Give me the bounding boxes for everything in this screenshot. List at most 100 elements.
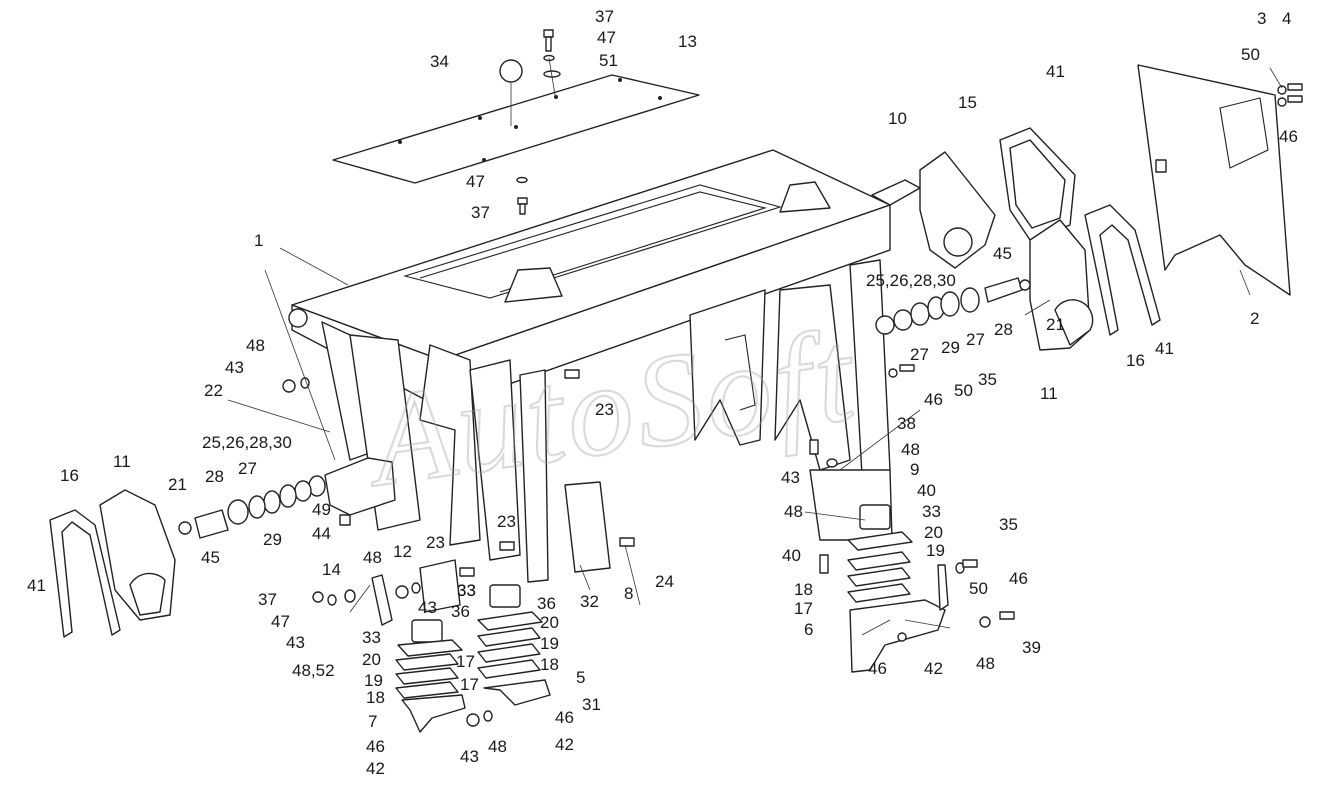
callout-label: 27 (966, 330, 985, 349)
right-shaft-stack (875, 277, 1031, 335)
callout-label: 11 (113, 452, 131, 471)
callout-label: 20 (362, 650, 381, 669)
callout-label: 48 (363, 548, 382, 567)
callout-label: 46 (868, 659, 887, 678)
callout-label: 19 (540, 634, 559, 653)
end-plate-10 (919, 151, 996, 269)
callout-label: 3 (1257, 9, 1266, 28)
callout-label: 42 (924, 659, 943, 678)
callout-label: 37 (258, 590, 277, 609)
callout-label: 42 (366, 759, 385, 778)
callout-label: 47 (597, 28, 616, 47)
knob (499, 59, 523, 83)
callout-label: 13 (678, 32, 697, 51)
callout-label: 28 (994, 320, 1013, 339)
callout-label: 48 (784, 502, 803, 521)
callout-label: 48 (488, 737, 507, 756)
u-bracket-16-left (49, 509, 121, 638)
callout-label: 33 (362, 628, 381, 647)
callout-label: 50 (1241, 45, 1260, 64)
callout-label: 12 (393, 542, 412, 561)
callout-label: 47 (466, 172, 485, 191)
callout-label: 44 (312, 524, 331, 543)
callout-label: 48 (976, 654, 995, 673)
callout-label: 46 (1279, 127, 1298, 146)
callout-label: 17 (456, 652, 475, 671)
plate-8 (564, 481, 611, 573)
callout-label: 27 (238, 459, 257, 478)
callout-label: 43 (418, 598, 437, 617)
callout-label: 18 (366, 688, 385, 707)
callout-label: 5 (576, 668, 585, 687)
callout-label: 37 (595, 7, 614, 26)
parts-drawing (49, 29, 1303, 733)
callout-label: 29 (941, 338, 960, 357)
callout-label: 20 (924, 523, 943, 542)
callout-label: 36 (451, 602, 470, 621)
callout-label: 23 (497, 512, 516, 531)
callout-label: 43 (781, 468, 800, 487)
callout-label: 47 (271, 612, 290, 631)
callout-label: 31 (582, 695, 601, 714)
left-shaft-stack (178, 457, 396, 539)
callout-label: 4 (1282, 9, 1291, 28)
callout-label: 18 (540, 655, 559, 674)
callout-label: 8 (624, 584, 633, 603)
callout-label: 41 (1155, 339, 1174, 358)
callout-label: 14 (322, 560, 341, 579)
callout-label: 38 (897, 414, 916, 433)
callout-label: 37 (471, 203, 490, 222)
callout-label: 35 (978, 370, 997, 389)
left-mount-assembly (395, 619, 466, 733)
callout-label: 29 (263, 530, 282, 549)
callout-label: 9 (910, 460, 919, 479)
callout-label: 21 (168, 475, 187, 494)
callout-label: 27 (910, 345, 929, 364)
callout-label: 25,26,28,30 (202, 433, 292, 452)
callout-label: 22 (204, 381, 223, 400)
callout-label: 33 (457, 581, 476, 600)
callout-label: 36 (537, 594, 556, 613)
callout-label: 40 (782, 546, 801, 565)
callout-label: 33 (457, 581, 476, 600)
callout-label: 20 (540, 613, 559, 632)
callout-label: 23 (426, 533, 445, 552)
callout-label: 17 (460, 675, 479, 694)
top-bolt (543, 29, 561, 78)
leader-lines (227, 67, 1283, 636)
callout-label: 46 (924, 390, 943, 409)
lower-bolt (516, 176, 528, 215)
callout-label: 48 (901, 440, 920, 459)
callout-label: 50 (969, 579, 988, 598)
callout-label: 16 (1126, 351, 1145, 370)
callout-label: 43 (225, 358, 244, 377)
callout-label: 46 (366, 737, 385, 756)
fasteners (282, 83, 1303, 727)
bracket-14 (371, 574, 393, 626)
middle-mount-assembly (477, 584, 551, 706)
callout-label: 23 (595, 400, 614, 419)
callout-label: 43 (460, 747, 479, 766)
plate-12 (419, 559, 461, 613)
callout-label: 46 (1009, 569, 1028, 588)
callout-label: 1 (254, 231, 263, 250)
callout-label: 40 (917, 481, 936, 500)
callout-label: 18 (794, 580, 813, 599)
callout-label: 49 (312, 500, 331, 519)
callout-label: 15 (958, 93, 977, 112)
callout-label: 6 (804, 620, 813, 639)
callout-label: 51 (599, 51, 618, 70)
callout-label: 28 (205, 467, 224, 486)
callout-label: 41 (1046, 62, 1065, 81)
callout-label: 10 (888, 109, 907, 128)
callout-label: 45 (993, 244, 1012, 263)
callout-label: 48,52 (292, 661, 335, 680)
u-bracket-16-right (1084, 204, 1161, 336)
callout-label: 48 (246, 336, 265, 355)
callout-label: 43 (286, 633, 305, 652)
callout-label: 32 (580, 592, 599, 611)
callout-label: 50 (954, 381, 973, 400)
callout-label: 24 (655, 572, 674, 591)
callout-label: 21 (1046, 315, 1065, 334)
